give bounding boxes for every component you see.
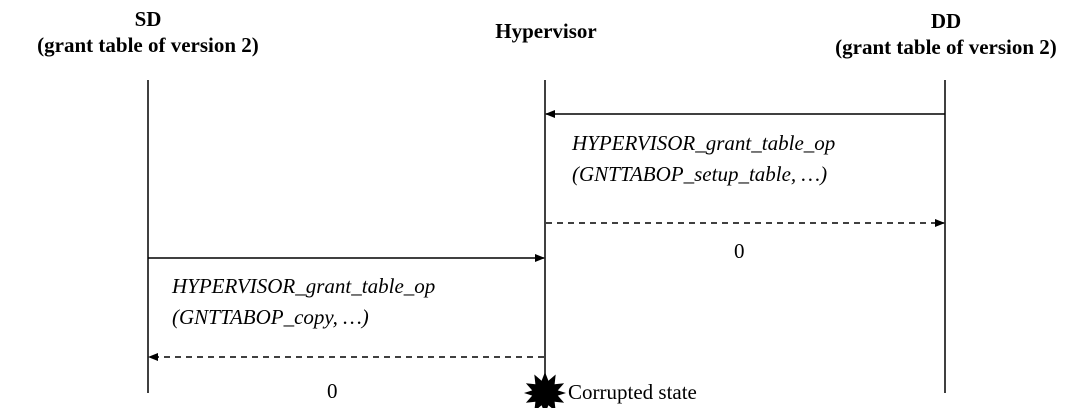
sd-subtitle: (grant table of version 2) [37,33,259,57]
sd-name: SD [134,7,162,31]
copy-call-label: HYPERVISOR_grant_table_op (GNTTABOP_copy… [172,271,435,333]
copy-call-line1: HYPERVISOR_grant_table_op [172,274,436,298]
hypervisor-header: Hypervisor [446,18,646,44]
dd-subtitle: (grant table of version 2) [835,35,1057,59]
dd-header: DD (grant table of version 2) [800,8,1092,60]
setup-table-return-value: 0 [734,239,745,263]
setup-table-call-line1: HYPERVISOR_grant_table_op [572,131,836,155]
dd-name: DD [930,9,962,33]
starburst-icon [524,372,566,408]
setup-table-call-label: HYPERVISOR_grant_table_op (GNTTABOP_setu… [572,128,835,190]
hypervisor-name: Hypervisor [495,19,597,43]
copy-call-line2: (GNTTABOP_copy, …) [172,305,369,329]
corrupted-state-label: Corrupted state [568,380,697,404]
sd-header: SD (grant table of version 2) [0,6,296,58]
setup-table-call-line2: (GNTTABOP_setup_table, …) [572,162,828,186]
copy-return-value: 0 [327,379,338,403]
